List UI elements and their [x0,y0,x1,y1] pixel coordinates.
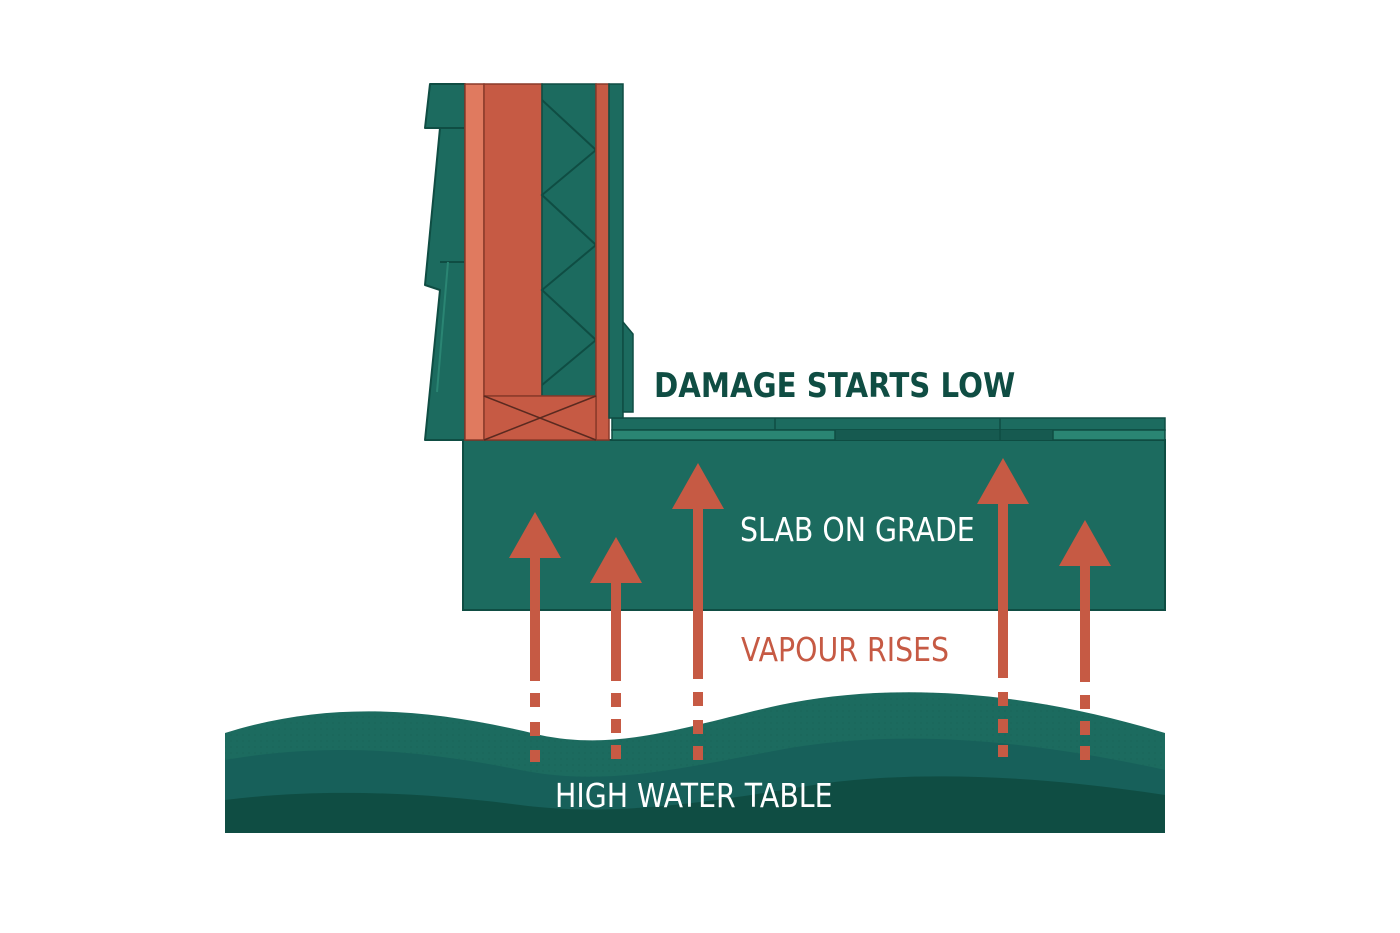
insulation-batt [540,83,598,397]
damage-label: DAMAGE STARTS LOW [654,366,1016,406]
slab-on-grade [462,439,1166,611]
bottom-plate [483,395,597,441]
arrow-up-icon [672,463,724,760]
vapour-label: VAPOUR RISES [741,630,950,669]
water-table-label: HIGH WATER TABLE [555,776,833,815]
exterior-siding [424,83,466,441]
vapour-arrows [509,458,1111,762]
slab-label: SLAB ON GRADE [740,510,975,549]
wall-assembly [424,83,634,441]
floor-finish [611,417,1166,441]
arrow-up-icon [590,537,642,759]
arrow-up-icon [977,458,1029,757]
water-table-ground [225,692,1165,833]
arrow-up-icon [509,512,561,762]
arrow-up-icon [1059,520,1111,760]
